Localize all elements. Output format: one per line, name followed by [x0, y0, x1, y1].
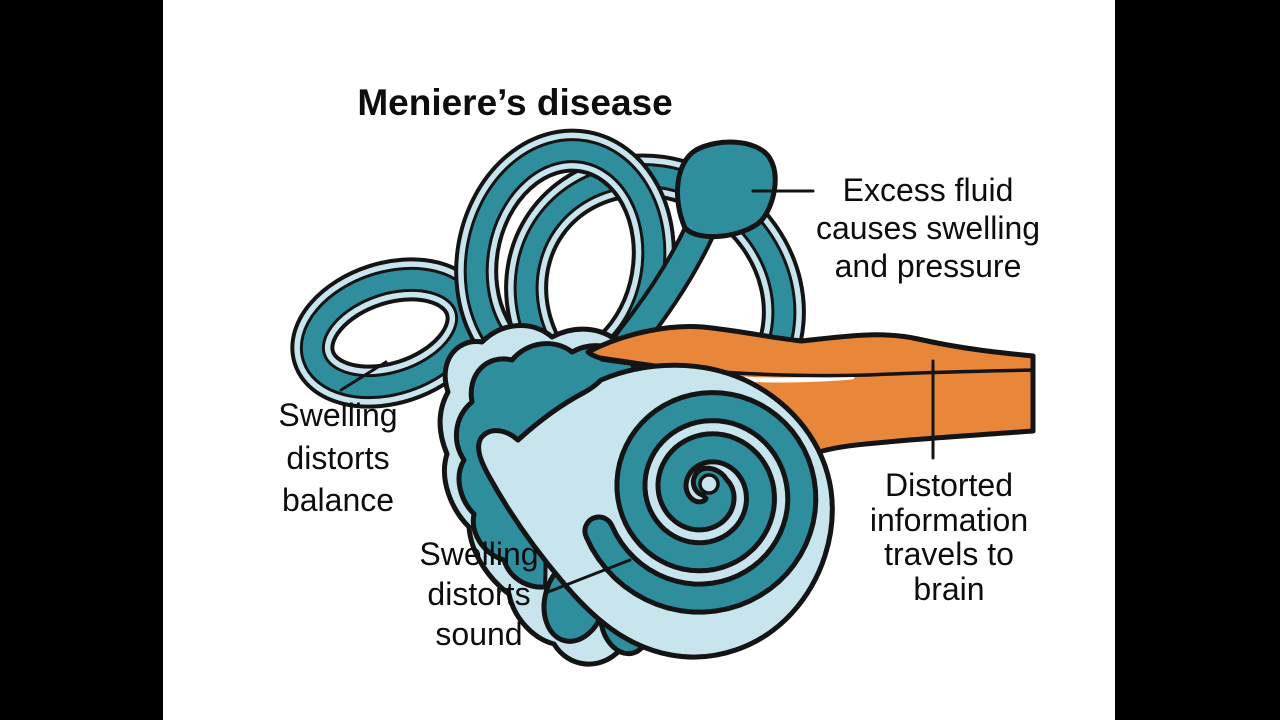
label-line: sound	[435, 616, 523, 652]
label-line: brain	[913, 570, 985, 607]
label-swelling-distorts-sound: Swelling distorts sound	[419, 534, 538, 654]
label-line: distorts	[427, 576, 531, 612]
label-line: Excess fluid	[842, 172, 1014, 208]
label-line: causes swelling	[815, 209, 1041, 246]
label-excess-fluid: Excess fluid causes swelling and pressur…	[816, 172, 1040, 285]
label-line: balance	[281, 482, 395, 519]
pointer-lines	[339, 189, 935, 594]
cochlea-center	[698, 473, 720, 495]
diagram-title: Meniere’s disease	[357, 82, 673, 123]
cochlea-spiral	[587, 395, 814, 610]
label-distorted-information: Distorted information travels to brain	[870, 468, 1028, 606]
label-line: Swelling	[419, 536, 539, 572]
endolymphatic-duct	[613, 213, 717, 357]
label-line: information	[869, 501, 1029, 538]
pointer-sound	[546, 558, 632, 594]
pointer-balance	[339, 360, 388, 392]
letterbox-right	[1115, 0, 1280, 720]
label-line: distorts	[286, 439, 390, 476]
nerve-gap	[742, 374, 855, 383]
label-line: Swelling	[278, 397, 398, 433]
label-line: travels to	[884, 536, 1014, 573]
label-line: and pressure	[834, 247, 1022, 284]
letterbox-left	[0, 0, 163, 720]
label-line: Distorted	[884, 467, 1014, 503]
label-swelling-distorts-balance: Swelling distorts balance	[278, 394, 397, 522]
endolymphatic-sac	[674, 139, 778, 240]
